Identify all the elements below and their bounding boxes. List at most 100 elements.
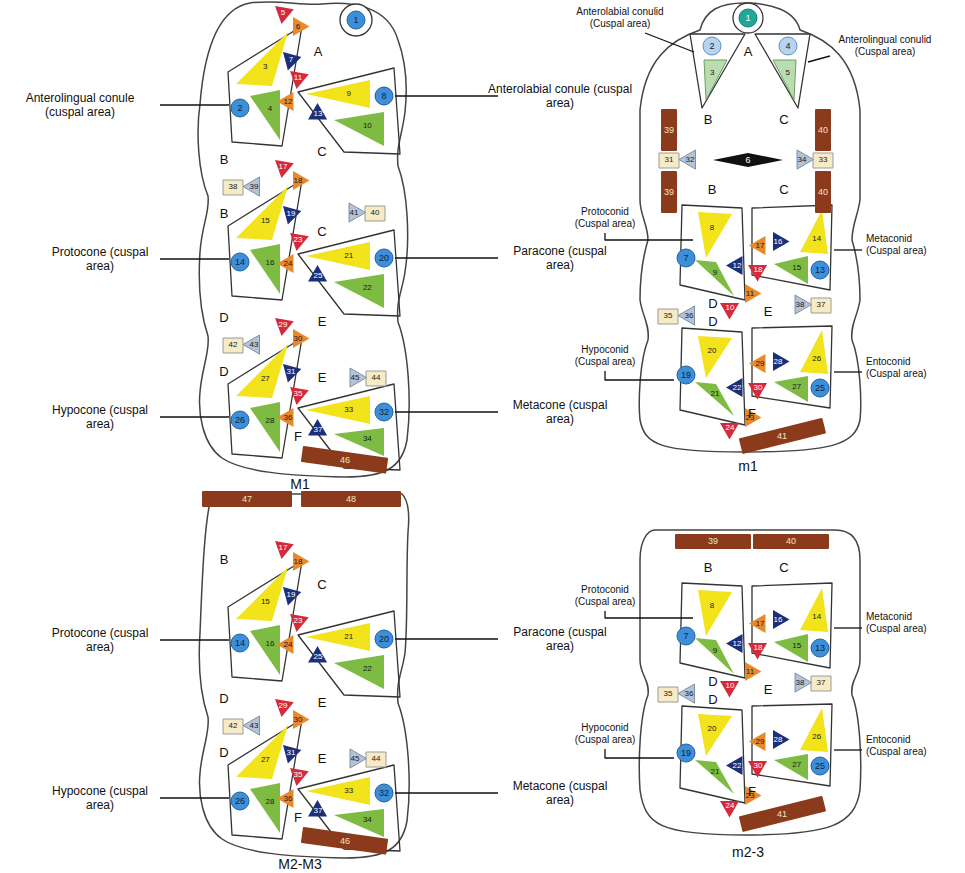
- leader-line: [808, 56, 830, 62]
- marker-triangle-shape: [773, 730, 790, 749]
- crest-band-shape: [740, 419, 825, 453]
- marker-triangle-shape: [349, 203, 366, 222]
- leader-line: [395, 95, 498, 96]
- callout-number: 16: [266, 259, 275, 267]
- marker-square: 35: [657, 308, 679, 325]
- callout-number: 20: [379, 635, 389, 644]
- marker-triangle-shape: [749, 732, 766, 751]
- cusp-circle-shape: [231, 99, 249, 117]
- marker-diamond-shape: [713, 153, 783, 167]
- callout-number: 34: [363, 816, 372, 824]
- marker-triangle: 23: [289, 613, 310, 633]
- callout-number: 11: [294, 74, 302, 82]
- cusp-outlines: [160, 561, 498, 851]
- cusp-circle-shape: [811, 261, 829, 279]
- callout-number: 23: [294, 236, 303, 244]
- marker-square-shape: [811, 676, 831, 691]
- marker-triangle-shape: [290, 768, 309, 786]
- callout-number: 39: [664, 188, 674, 197]
- callout-number: 19: [681, 371, 691, 380]
- shape-graphic: [333, 111, 385, 147]
- crest-band-shape: [302, 447, 387, 473]
- cusp-circle-shape: [375, 630, 393, 648]
- cusp-triangle-shape: [236, 186, 288, 240]
- region-letter: E: [318, 695, 327, 711]
- marker-triangle: 34: [796, 149, 815, 170]
- marker-triangle: 18: [747, 642, 768, 661]
- cusp-triangle: 4: [249, 89, 281, 141]
- callout-number: 26: [812, 355, 821, 363]
- callout-number: 34: [363, 435, 372, 443]
- shape-graphic: [305, 776, 371, 806]
- cusp-triangle-shape: [800, 210, 828, 254]
- callout-number: 46: [340, 836, 350, 845]
- marker-triangle-shape: [720, 303, 739, 320]
- crest-band-shape: [662, 110, 676, 150]
- cusp-triangle-shape: [250, 625, 280, 675]
- callout-number: 7: [683, 254, 688, 263]
- callout-number: 21: [344, 252, 353, 260]
- marker-triangle-shape: [277, 635, 294, 654]
- marker-triangle-shape: [275, 541, 294, 559]
- cusp-circle: 26: [230, 410, 250, 430]
- marker-triangle: 43: [242, 334, 261, 355]
- marker-triangle: 18: [292, 170, 311, 191]
- marker-triangle-shape: [290, 233, 309, 251]
- crest-band-shape: [754, 535, 828, 548]
- cusp-circle: 4: [778, 36, 798, 56]
- marker-triangle-shape: [290, 387, 309, 405]
- tooth-caption: m1: [738, 458, 757, 475]
- callout-number: 38: [229, 183, 238, 191]
- region-letter: F: [294, 810, 302, 826]
- region-letter: C: [779, 112, 788, 128]
- marker-triangle-shape: [277, 254, 294, 273]
- marker-triangle-shape: [679, 150, 696, 169]
- marker-triangle-shape: [283, 587, 301, 605]
- cusp-label: Metaconid (Cuspal area): [866, 233, 946, 257]
- cusp-circle: 32: [374, 402, 394, 422]
- callout-number: 16: [774, 238, 783, 246]
- callout-number: 13: [314, 110, 323, 118]
- marker-triangle: 22: [725, 755, 744, 776]
- callout-number: 19: [287, 591, 296, 599]
- callout-number: 6: [745, 156, 750, 165]
- callout-number: 35: [294, 390, 303, 398]
- marker-square: 37: [810, 297, 832, 314]
- marker-triangle: 17: [274, 540, 295, 560]
- marker-triangle-shape: [720, 423, 739, 440]
- cusp-triangle: 28: [249, 401, 281, 453]
- callout-number: 36: [685, 690, 694, 698]
- marker-triangle-shape: [243, 335, 260, 354]
- shape-graphic: [249, 89, 281, 141]
- marker-triangle-shape: [293, 710, 310, 729]
- callout-number: 4: [785, 42, 790, 51]
- crest-band: 39: [661, 171, 677, 213]
- crest-band: 40: [815, 109, 831, 151]
- cusp-circle-shape: [779, 37, 797, 55]
- callout-number: 18: [294, 558, 303, 566]
- cusp-circle: 7: [676, 626, 696, 646]
- cusp-label: Paracone (cuspal area): [505, 244, 615, 273]
- marker-triangle: 13: [307, 102, 328, 121]
- marker-square: 31: [658, 152, 680, 169]
- callout-number: 27: [792, 383, 801, 391]
- marker-triangle: 16: [772, 609, 791, 630]
- callout-number: 25: [314, 272, 323, 280]
- callout-number: 31: [287, 368, 296, 376]
- shape-graphic: [773, 375, 809, 403]
- region-letter: E: [764, 682, 773, 698]
- crest-band: 41: [739, 418, 826, 454]
- callout-number: 8: [381, 92, 386, 101]
- marker-triangle: 24: [276, 253, 295, 274]
- marker-triangle-shape: [678, 684, 695, 703]
- cusp-label: Entoconid (Cuspal area): [866, 356, 946, 380]
- shape-graphic: [249, 243, 281, 295]
- cusp-triangle-shape: [236, 567, 288, 621]
- region-letter: B: [708, 182, 717, 198]
- marker-triangle-shape: [275, 6, 294, 24]
- marker-triangle: 28: [772, 351, 791, 372]
- marker-triangle-shape: [748, 383, 767, 400]
- cusp-circle-shape: [375, 784, 393, 802]
- marker-triangle: 19: [282, 205, 302, 225]
- shape-graphic: [697, 211, 733, 259]
